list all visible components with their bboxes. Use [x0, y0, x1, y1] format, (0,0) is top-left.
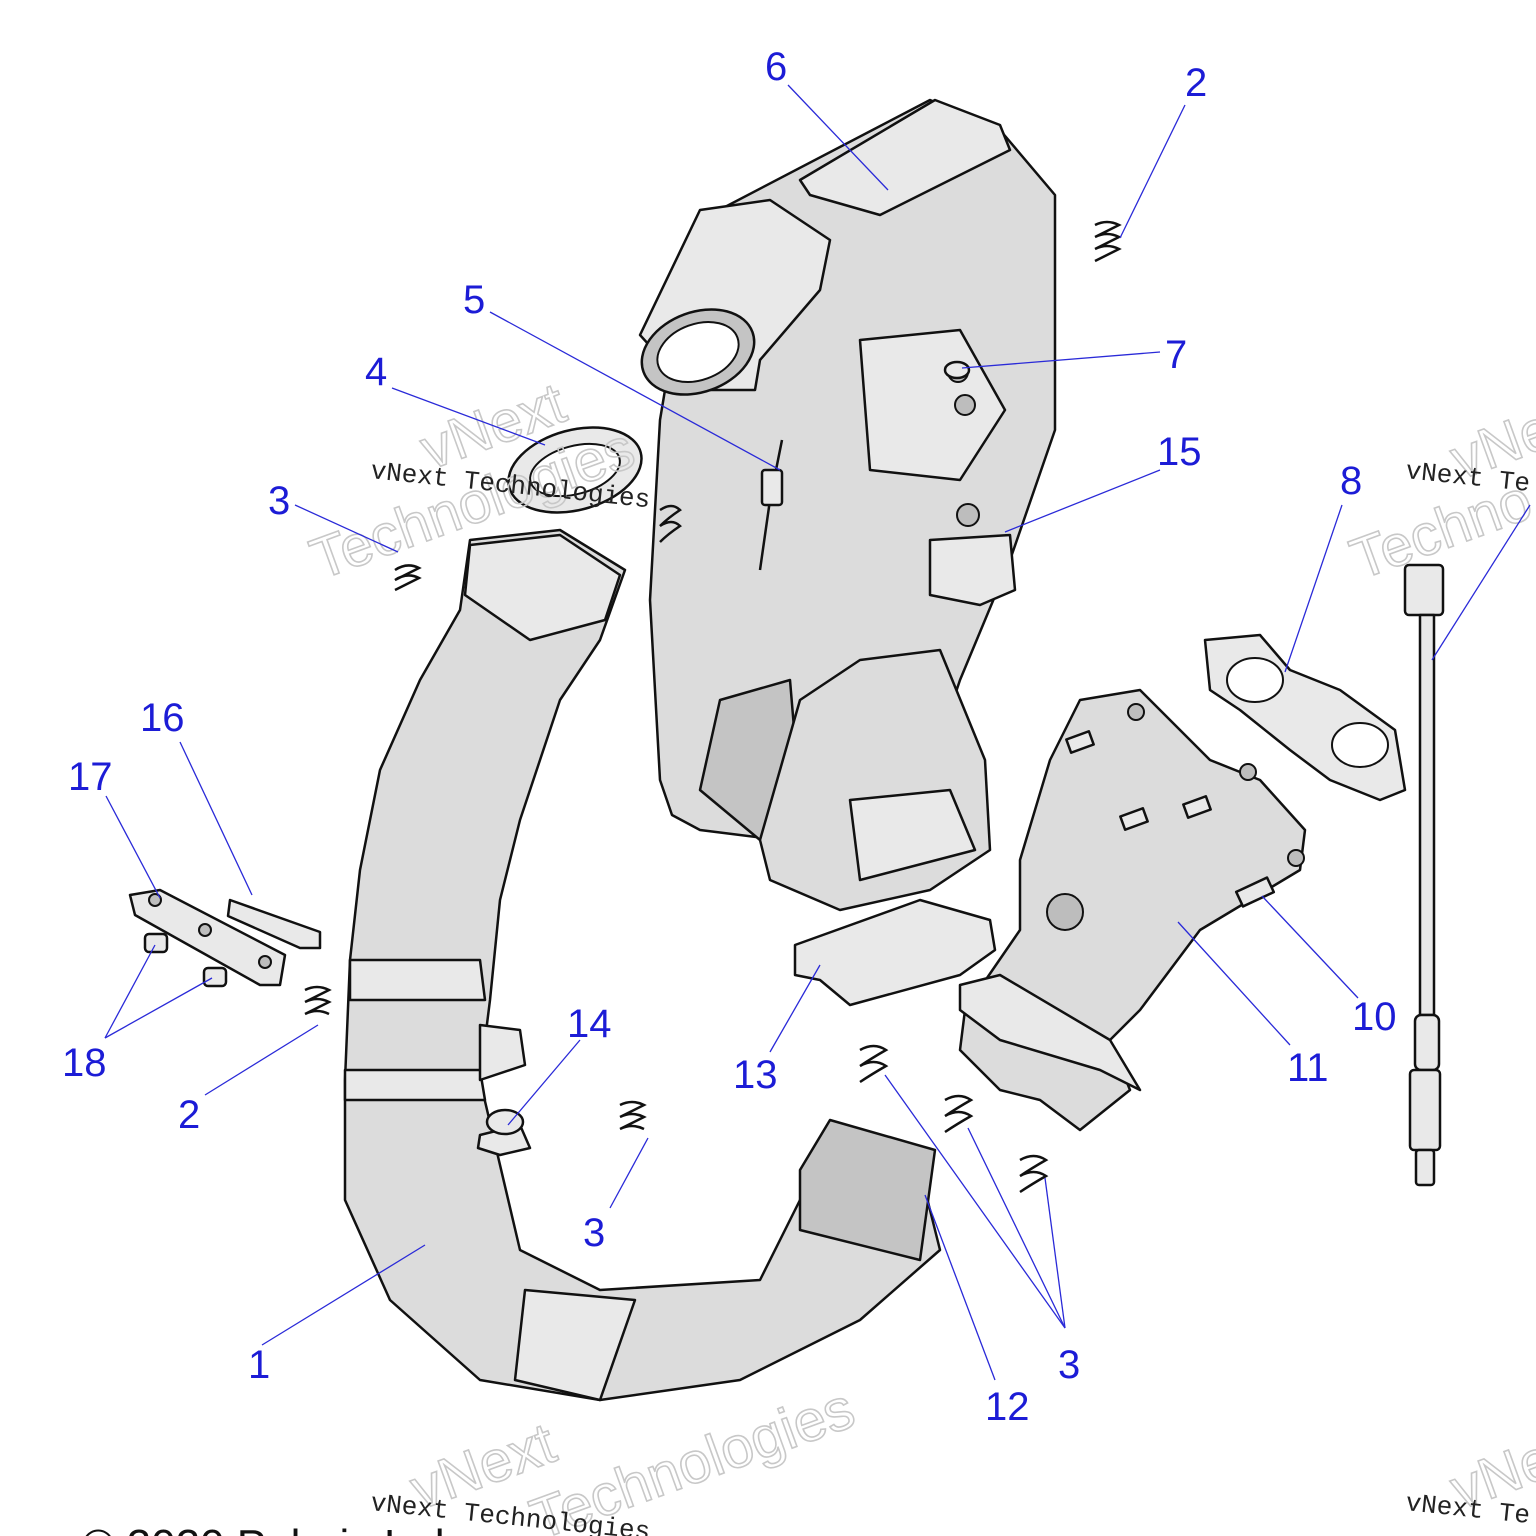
callout-2-top: 2 [1185, 61, 1207, 105]
callout-8: 8 [1340, 459, 1362, 503]
muffler-bolt [943, 360, 971, 380]
callout-6: 6 [765, 45, 787, 89]
callout-1: 1 [248, 1343, 270, 1387]
callout-11: 11 [1287, 1046, 1329, 1090]
callout-18: 18 [62, 1041, 107, 1085]
callout-15: 15 [1157, 430, 1202, 474]
heat-shield-bracket [793, 898, 997, 1007]
plug [476, 1108, 532, 1157]
springs [304, 220, 1122, 1194]
exhaust-manifold [958, 688, 1307, 1132]
muffler [638, 98, 1057, 912]
stud-bracket [226, 898, 322, 950]
callout-13: 13 [733, 1053, 778, 1097]
bracket-plate [128, 888, 287, 987]
oxygen-sensor [1403, 563, 1445, 1187]
header-pipe [343, 528, 942, 1402]
callout-16: 16 [140, 696, 185, 740]
callouts: 1 2 2 3 3 3 4 5 6 7 8 10 11 12 13 14 15 … [62, 45, 1397, 1429]
callout-3-lower: 3 [1058, 1343, 1080, 1387]
gasket [1203, 633, 1407, 802]
callout-3-upper: 3 [268, 479, 290, 523]
spring-hook [758, 439, 784, 571]
callout-17: 17 [68, 755, 113, 799]
callout-10: 10 [1352, 995, 1397, 1039]
nut [143, 932, 228, 988]
callout-14: 14 [567, 1002, 612, 1046]
callout-2-left: 2 [178, 1093, 200, 1137]
copyright-text: © 2020 Polaris Ind [82, 1521, 445, 1536]
callout-4: 4 [365, 350, 387, 394]
callout-7: 7 [1165, 333, 1187, 377]
callout-5: 5 [463, 278, 485, 322]
callout-3-middle: 3 [583, 1211, 605, 1255]
callout-12: 12 [985, 1385, 1030, 1429]
leader-lines [104, 84, 1531, 1381]
exhaust-gasket-ring [507, 426, 643, 514]
bolt [1234, 876, 1276, 908]
